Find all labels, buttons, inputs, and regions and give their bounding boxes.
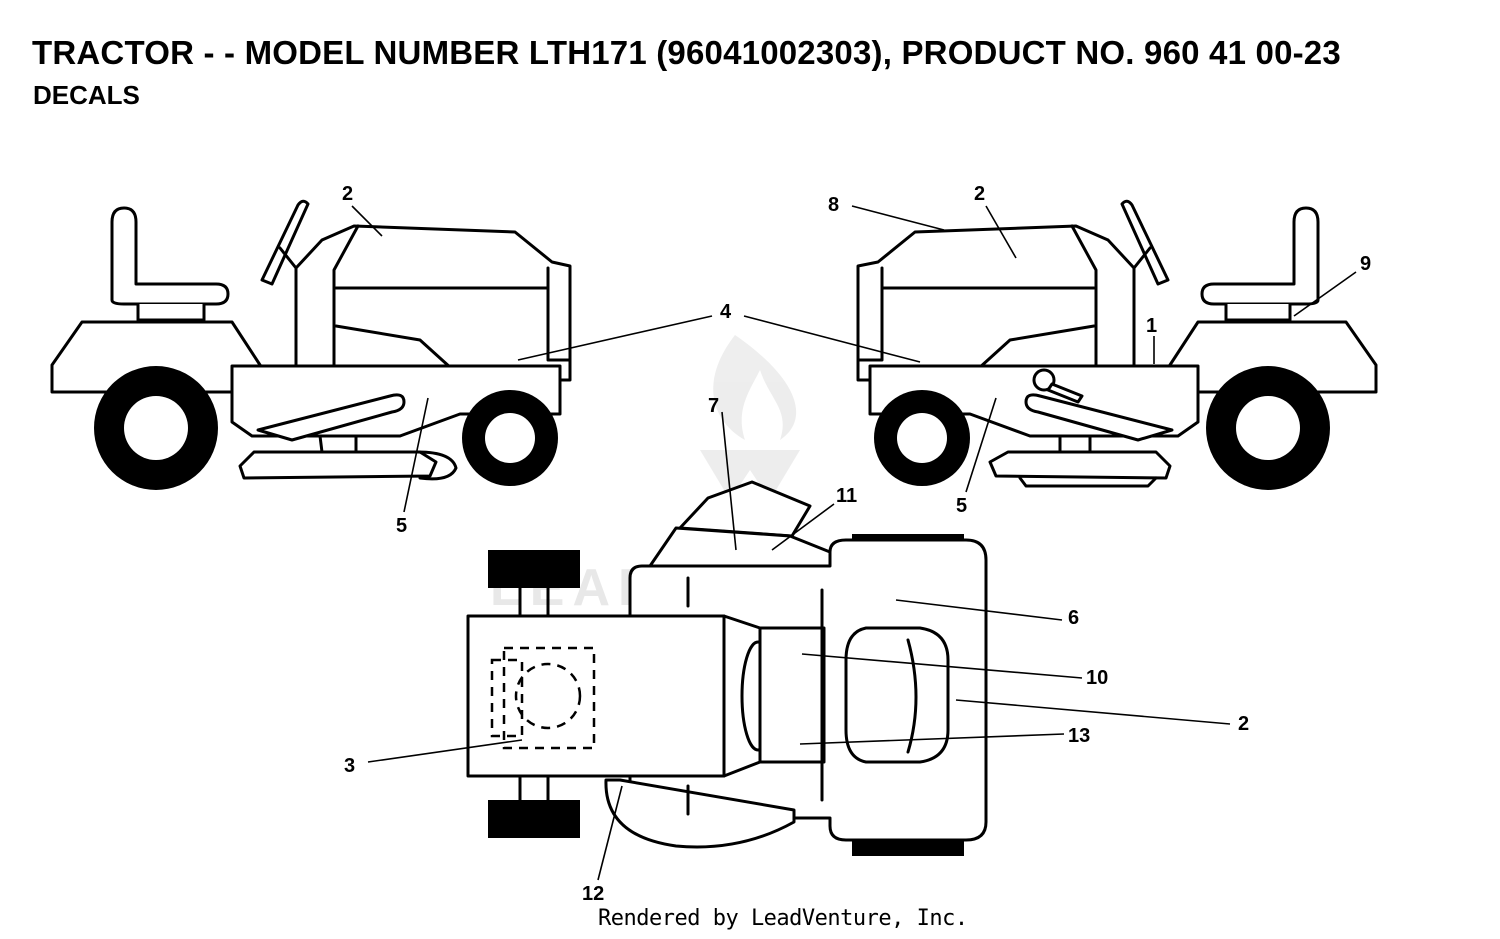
leader-right-8	[851, 205, 945, 231]
deck-hangers	[318, 434, 358, 454]
page-subtitle: DECALS	[33, 80, 140, 110]
leader-left-5	[403, 397, 429, 513]
leader-top-13	[799, 733, 1065, 745]
leader-right-2	[985, 205, 1017, 259]
hood-front	[546, 286, 572, 362]
decal-zone-small	[490, 658, 524, 738]
hood-seam	[1070, 224, 1098, 368]
chute-base	[648, 526, 832, 570]
dash-panel	[758, 626, 826, 764]
leader-top-11	[771, 503, 835, 551]
lift-lever-knob	[1032, 368, 1056, 392]
steering-wheel	[260, 199, 310, 286]
steering-wheel	[1120, 199, 1170, 286]
leader-top-2	[955, 699, 1231, 725]
deck-skirt	[1018, 476, 1158, 488]
tractor-top-view	[466, 480, 988, 856]
callout-top-6: 6	[1068, 607, 1079, 629]
front-wheel-hub	[485, 413, 535, 463]
mower-deck	[238, 450, 438, 480]
front-wheel-hub	[897, 413, 947, 463]
callout-right-1: 1	[1146, 315, 1157, 337]
callout-top-3: 3	[344, 755, 355, 777]
callout-top-13: 13	[1068, 725, 1090, 747]
deck-hangers	[1058, 434, 1092, 454]
callout-right-2: 2	[974, 183, 985, 205]
page-title: TRACTOR - - MODEL NUMBER LTH171 (9604100…	[32, 34, 1341, 71]
seat-base	[1224, 302, 1292, 322]
callout-left-5: 5	[396, 515, 407, 537]
callout-top-12: 12	[582, 883, 604, 905]
callout-right-8: 8	[828, 194, 839, 216]
callout-right-9: 9	[1360, 253, 1371, 275]
mower-deck	[988, 450, 1172, 480]
leader-top-7	[721, 411, 737, 551]
leader-top-10	[801, 653, 1083, 679]
callout-top-2: 2	[1238, 713, 1249, 735]
rear-left-tire	[488, 550, 580, 588]
deck-discharge	[416, 450, 458, 481]
seat	[1200, 206, 1320, 306]
callout-left-2: 2	[342, 183, 353, 205]
rear-right-tire	[488, 800, 580, 838]
rear-seat-area	[466, 614, 726, 778]
rear-wheel-hub	[1236, 396, 1300, 460]
hood-front	[856, 286, 884, 362]
leader-top-3	[367, 739, 523, 763]
discharge-chute	[678, 480, 812, 538]
foot-rest	[256, 393, 406, 442]
seat	[110, 206, 230, 306]
tractor-right-side-view	[856, 199, 1378, 490]
leader-top-12	[597, 785, 623, 881]
callout-4: 4	[720, 301, 732, 323]
rear-wheel-hub	[124, 396, 188, 460]
decal-zone-circle	[514, 662, 582, 730]
callout-right-5: 5	[956, 495, 967, 517]
tractor-left-side-view	[50, 199, 572, 490]
callout-top-11: 11	[836, 485, 857, 507]
foot-rest	[1024, 393, 1174, 442]
callout-top-7: 7	[708, 395, 719, 417]
leader-right-5	[965, 397, 997, 493]
hood-top	[844, 626, 950, 764]
leader-left-4	[517, 315, 713, 361]
front-right-tire	[852, 840, 964, 856]
leader-top-6	[895, 599, 1063, 621]
watermark-flame-icon	[713, 335, 797, 440]
lift-lever	[1046, 382, 1084, 404]
leader-right-4	[743, 315, 921, 363]
footer-credit: Rendered by LeadVenture, Inc.	[598, 906, 968, 931]
leader-right-9	[1293, 271, 1357, 317]
seat-base	[136, 302, 206, 322]
hood-seam	[332, 224, 360, 368]
callout-top-10: 10	[1086, 667, 1108, 689]
leader-left-2	[351, 205, 383, 237]
watermark-logo-icon	[700, 450, 800, 500]
